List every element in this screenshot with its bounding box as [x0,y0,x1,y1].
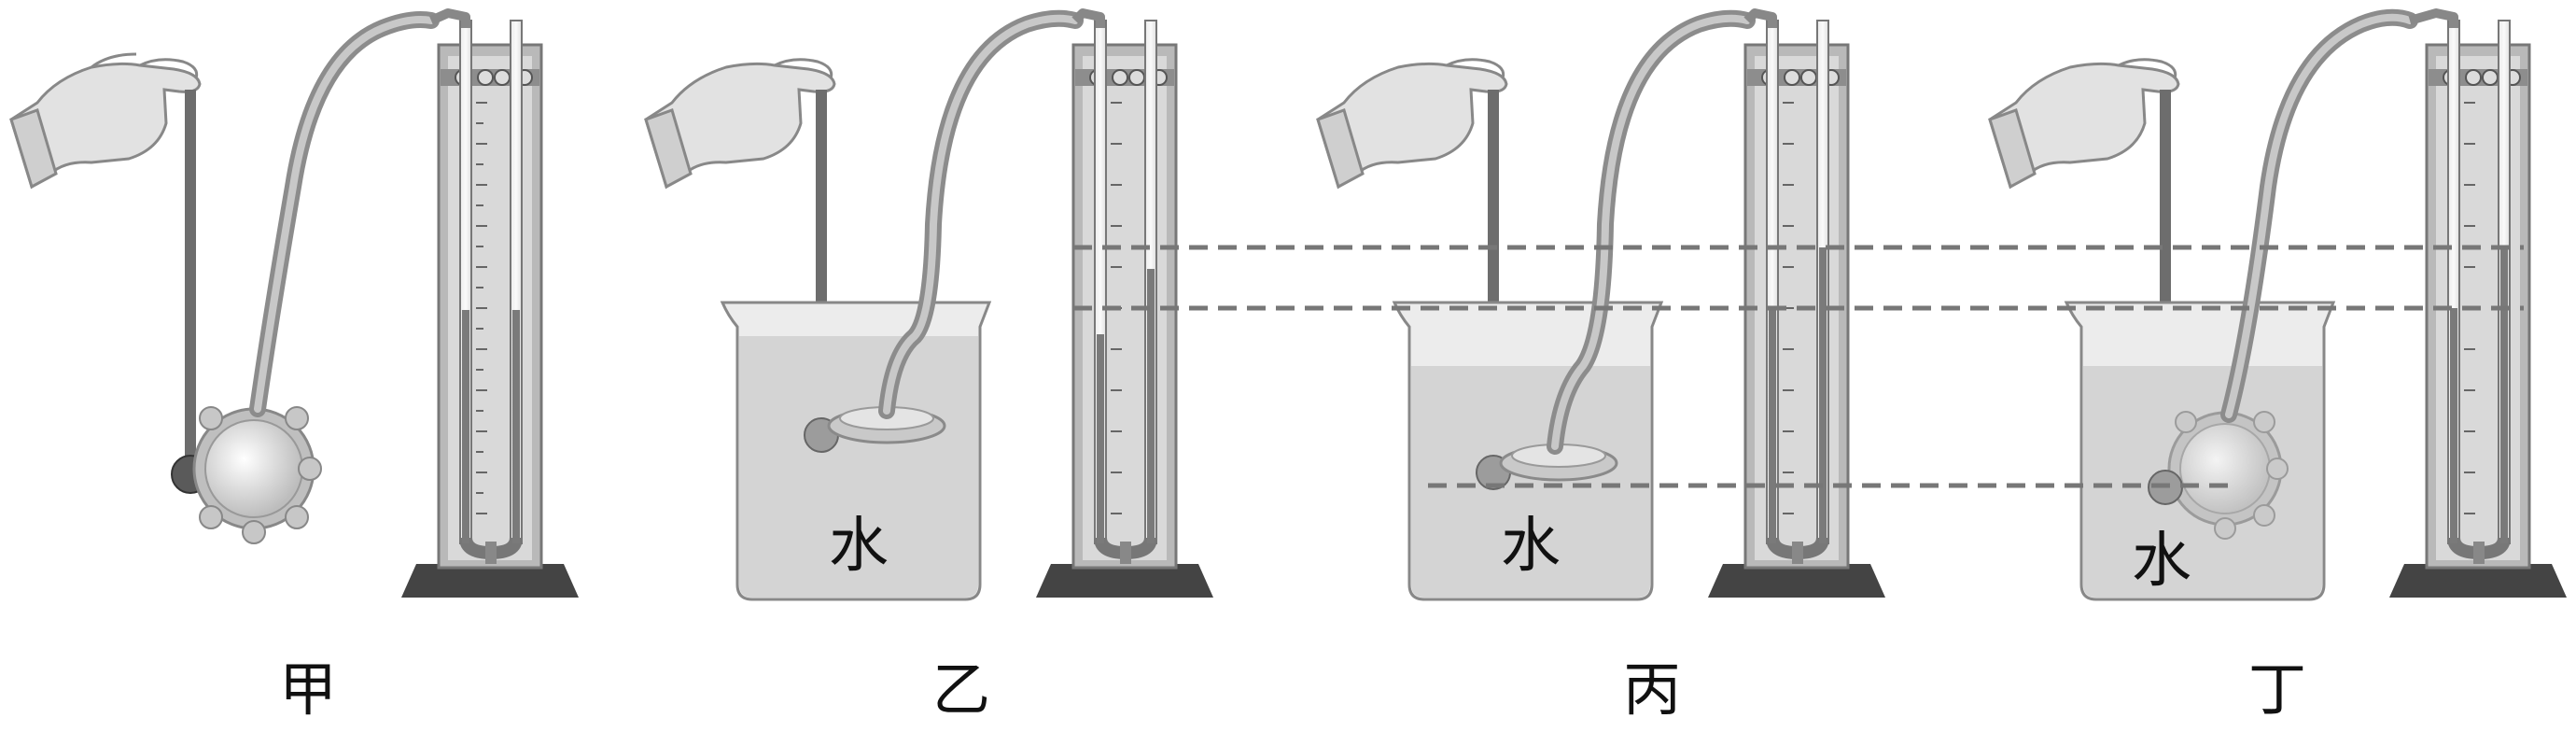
water-label: 水 [1501,512,1561,581]
u-tube-manometer [401,8,579,598]
u-tube-manometer [1708,8,1885,598]
pressure-probe-disc [192,406,322,544]
panel-label: 丙 [1623,655,1681,724]
beaker: 水 [720,301,992,601]
u-tube-manometer [1036,8,1213,598]
probe-rod [185,90,196,474]
panel-label: 乙 [932,655,990,724]
panel-ding: 水 [1988,8,2567,724]
hand-icon [1316,58,1508,190]
panel-label: 甲 [279,655,337,724]
panel-jia: 甲 [9,8,579,724]
panel-bing: 水 [1316,8,1885,724]
pressure-probe-disc [2167,411,2289,540]
water-label: 水 [829,512,889,581]
water-label: 水 [2132,527,2191,596]
hand-icon [644,58,836,190]
u-tube-manometer [2389,8,2567,598]
rubber-tube [249,11,440,417]
hand-icon [9,52,202,190]
hand-icon [1988,58,2180,190]
panel-yi: 水 [644,8,1213,724]
pressure-probe-disc [827,406,946,444]
panel-label: 丁 [2248,655,2306,724]
